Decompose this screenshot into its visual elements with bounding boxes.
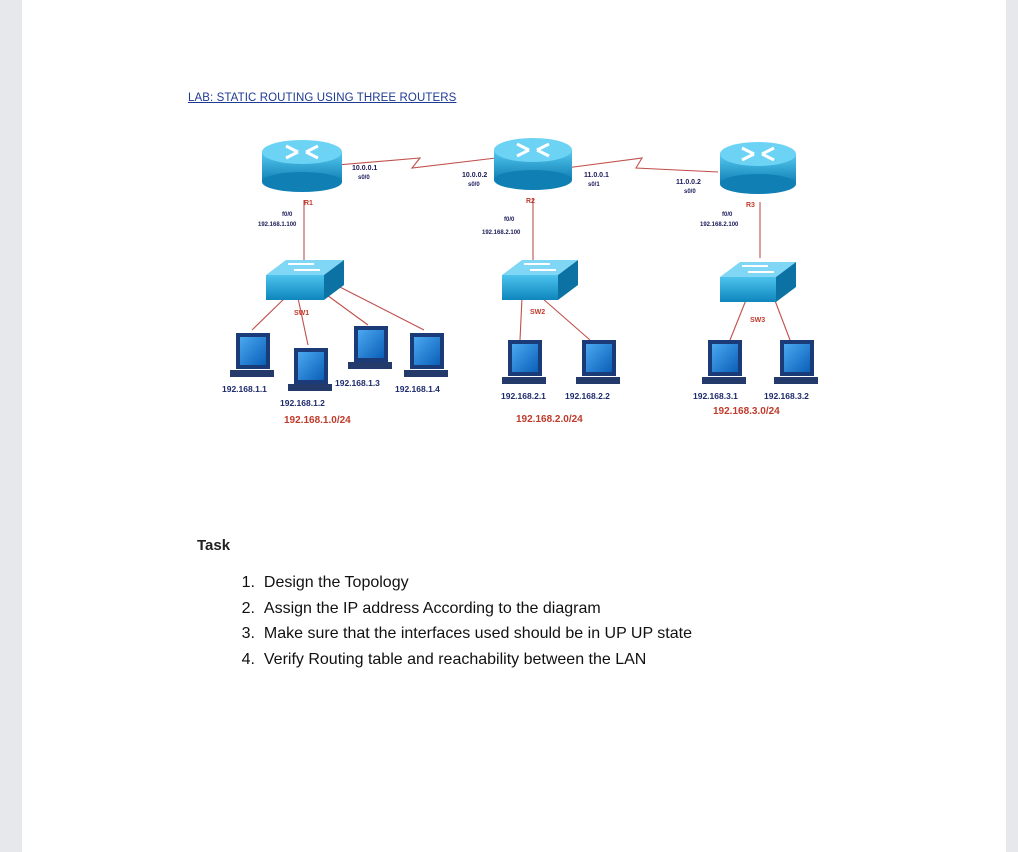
task-item: 2. Assign the IP address According to th… [241, 599, 601, 617]
link-sw3-pc1 [729, 299, 747, 341]
switch-arrows-icon [524, 263, 556, 271]
link-sw2-pc2 [541, 297, 591, 341]
r2-serial-right-ip: 11.0.0.1 [584, 172, 609, 179]
r1-serial-ip: 10.0.0.1 [352, 165, 377, 172]
r2-fe-ip: 192.168.2.100 [482, 230, 521, 236]
task-item: 4. Verify Routing table and reachability… [241, 650, 647, 668]
pc-lan3-1 [702, 340, 746, 384]
router-r1 [262, 140, 342, 192]
r3-serial-if: s0/0 [684, 189, 696, 195]
r1-fe-if: f0/0 [282, 212, 293, 218]
host-ip-lan3-2: 192.168.3.2 [764, 391, 809, 401]
switch-sw3 [720, 262, 796, 302]
link-sw1-pc4 [329, 281, 425, 331]
task-item: 1. Design the Topology [241, 574, 409, 591]
r2-serial-left-ip: 10.0.0.2 [462, 172, 487, 179]
r1-fe-ip: 192.168.1.100 [258, 222, 297, 228]
r3-serial-ip: 11.0.0.2 [676, 179, 701, 186]
switch-sw1-name: SW1 [294, 310, 309, 317]
r1-serial-if: s0/0 [358, 175, 370, 181]
router-r2 [494, 138, 572, 190]
link-sw2-pc1 [519, 297, 523, 341]
document-page: LAB: STATIC ROUTING USING THREE ROUTERS [22, 0, 1006, 852]
r2-fe-if: f0/0 [504, 217, 515, 223]
link-sw3-pc2 [773, 297, 791, 341]
r3-fe-if: f0/0 [722, 212, 733, 218]
network-topology-diagram: R1 R2 R3 10.0.0.1 s0/0 10.0.0.2 s0/0 11.… [222, 138, 818, 426]
router-arrows-icon [741, 146, 775, 162]
links [251, 157, 791, 346]
pc-lan1-2 [288, 348, 332, 391]
router-r3 [720, 142, 796, 194]
network-lan3: 192.168.3.0/24 [713, 406, 780, 417]
r2-serial-right-if: s0/1 [588, 182, 600, 188]
network-lan2: 192.168.2.0/24 [516, 414, 583, 425]
pc-lan1-1 [230, 333, 274, 377]
switch-sw1 [266, 260, 344, 300]
network-lan1: 192.168.1.0/24 [284, 415, 351, 426]
task-list: 1. Design the Topology 2. Assign the IP … [202, 570, 692, 672]
r3-fe-ip: 192.168.2.100 [700, 222, 739, 228]
lab-title: LAB: STATIC ROUTING USING THREE ROUTERS [188, 92, 457, 104]
pc-lan2-2 [576, 340, 620, 384]
switch-sw2-name: SW2 [530, 309, 545, 316]
task-heading: Task [197, 537, 231, 554]
host-ip-lan1-2: 192.168.1.2 [280, 398, 325, 408]
switch-sw2 [502, 260, 578, 300]
switch-arrows-icon [742, 265, 774, 273]
router-arrows-icon [516, 142, 550, 158]
switch-arrows-icon [288, 263, 320, 271]
switch-sw3-name: SW3 [750, 317, 765, 324]
link-sw1-pc1 [251, 294, 289, 331]
r2-serial-left-if: s0/0 [468, 182, 480, 188]
router-r3-name: R3 [746, 202, 755, 209]
pc-lan1-4 [404, 333, 448, 377]
host-ip-lan1-1: 192.168.1.1 [222, 384, 267, 394]
host-ip-lan1-3: 192.168.1.3 [335, 378, 380, 388]
host-ip-lan1-4: 192.168.1.4 [395, 384, 440, 394]
task-item: 3. Make sure that the interfaces used sh… [241, 625, 692, 642]
pc-lan3-2 [774, 340, 818, 384]
link-sw1-pc2 [297, 297, 309, 346]
pc-lan1-3 [348, 326, 392, 369]
pc-lan2-1 [502, 340, 546, 384]
host-ip-lan2-2: 192.168.2.2 [565, 391, 610, 401]
router-arrows-icon [285, 144, 319, 160]
serial-link-r2-r3 [565, 157, 719, 173]
host-ip-lan2-1: 192.168.2.1 [501, 391, 546, 401]
router-r2-name: R2 [526, 198, 535, 205]
serial-link-r1-r2 [301, 157, 497, 169]
router-r1-name: R1 [304, 200, 313, 207]
host-ip-lan3-1: 192.168.3.1 [693, 391, 738, 401]
